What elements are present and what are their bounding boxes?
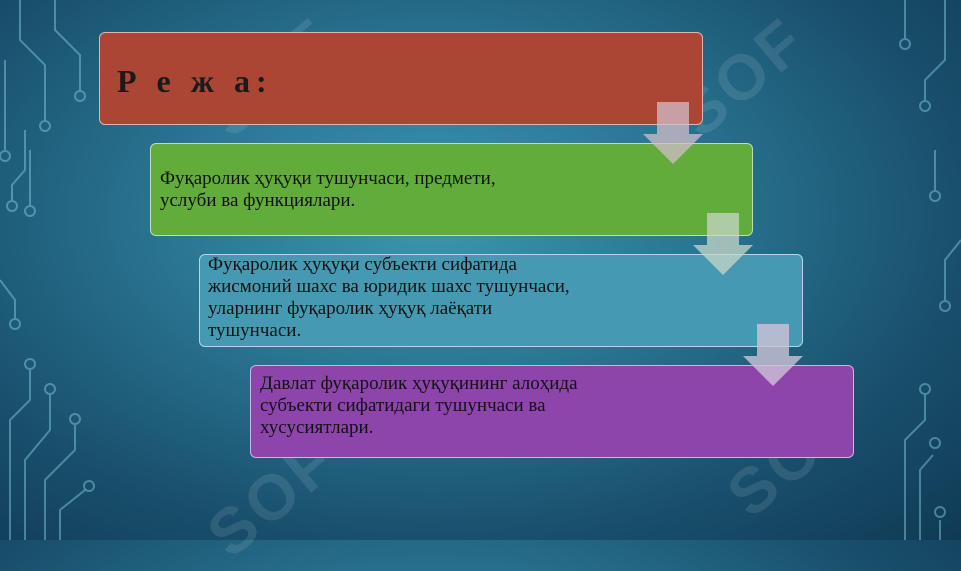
circuit-decoration	[0, 0, 961, 540]
down-arrow-icon	[743, 324, 803, 386]
slide-title: Р е ж а:	[117, 63, 273, 99]
plan-item-1-text: Фуқаролик ҳуқуқи тушунчаси, предмети, ус…	[160, 168, 620, 212]
text-line: уларнинг фуқаролик ҳуқуқ лаёқати	[208, 298, 493, 319]
text-line: субъекти сифатидаги тушунчаси ва	[260, 395, 546, 416]
plan-item-2: Фуқаролик ҳуқуқи субъекти сифатида жисмо…	[199, 254, 803, 347]
plan-item-2-text: Фуқаролик ҳуқуқи субъекти сифатида жисмо…	[208, 254, 668, 342]
plan-item-3: Давлат фуқаролик ҳуқуқининг алоҳида субъ…	[250, 365, 854, 458]
text-line: жисмоний шахс ва юридик шахс тушунчаси,	[208, 276, 570, 297]
text-line: услуби ва функциялари.	[160, 190, 356, 211]
text-line: Давлат фуқаролик ҳуқуқининг алоҳида	[260, 373, 578, 394]
text-line: Фуқаролик ҳуқуқи субъекти сифатида	[208, 254, 517, 275]
down-arrow-icon	[693, 213, 753, 275]
plan-item-3-text: Давлат фуқаролик ҳуқуқининг алоҳида субъ…	[260, 373, 720, 439]
title-box: Р е ж а:	[99, 32, 703, 125]
text-line: Фуқаролик ҳуқуқи тушунчаси, предмети,	[160, 168, 496, 189]
down-arrow-icon	[643, 102, 703, 164]
plan-item-1: Фуқаролик ҳуқуқи тушунчаси, предмети, ус…	[150, 143, 753, 236]
text-line: хусусиятлари.	[260, 417, 374, 438]
text-line: тушунчаси.	[208, 320, 302, 341]
